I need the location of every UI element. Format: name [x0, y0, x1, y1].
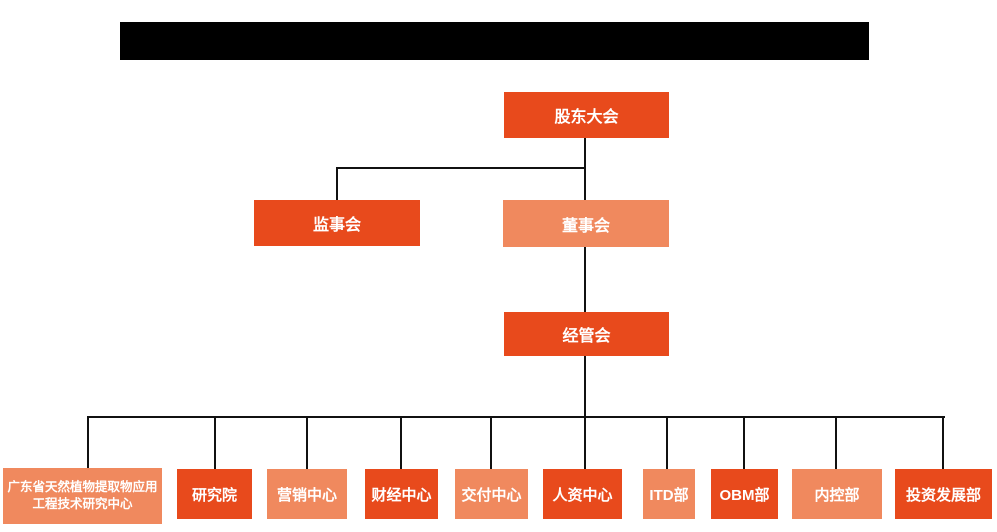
connector-line — [584, 416, 586, 472]
org-node-investment-development-dept: 投资发展部 — [895, 469, 992, 519]
connector-line — [336, 167, 586, 169]
connector-line — [942, 416, 944, 472]
connector-line — [743, 416, 745, 472]
org-node-management-committee: 经管会 — [504, 312, 669, 356]
connector-line — [306, 416, 308, 472]
org-node-supervisory-board: 监事会 — [254, 200, 420, 246]
connector-line — [214, 416, 216, 472]
org-node-itd-dept: ITD部 — [643, 469, 695, 519]
org-node-obm-dept: OBM部 — [711, 469, 778, 519]
org-node-delivery-center: 交付中心 — [455, 469, 528, 519]
connector-line — [835, 416, 837, 472]
org-node-research-center: 广东省天然植物提取物应用工程技术研究中心 — [3, 468, 162, 524]
org-node-board-of-directors: 董事会 — [503, 200, 669, 247]
connector-line — [336, 167, 338, 200]
connector-line — [584, 246, 586, 312]
connector-line — [666, 416, 668, 472]
connector-line — [400, 416, 402, 472]
org-node-marketing-center: 营销中心 — [267, 469, 347, 519]
org-node-internal-control-dept: 内控部 — [792, 469, 882, 519]
org-node-shareholders-meeting: 股东大会 — [504, 92, 669, 138]
connector-line — [584, 355, 586, 417]
org-node-hr-center: 人资中心 — [543, 469, 622, 519]
redacted-title-bar — [120, 22, 869, 60]
connector-line — [87, 416, 945, 418]
connector-line — [87, 416, 89, 472]
org-node-finance-center: 财经中心 — [365, 469, 438, 519]
org-node-research-institute: 研究院 — [177, 469, 252, 519]
connector-line — [490, 416, 492, 472]
